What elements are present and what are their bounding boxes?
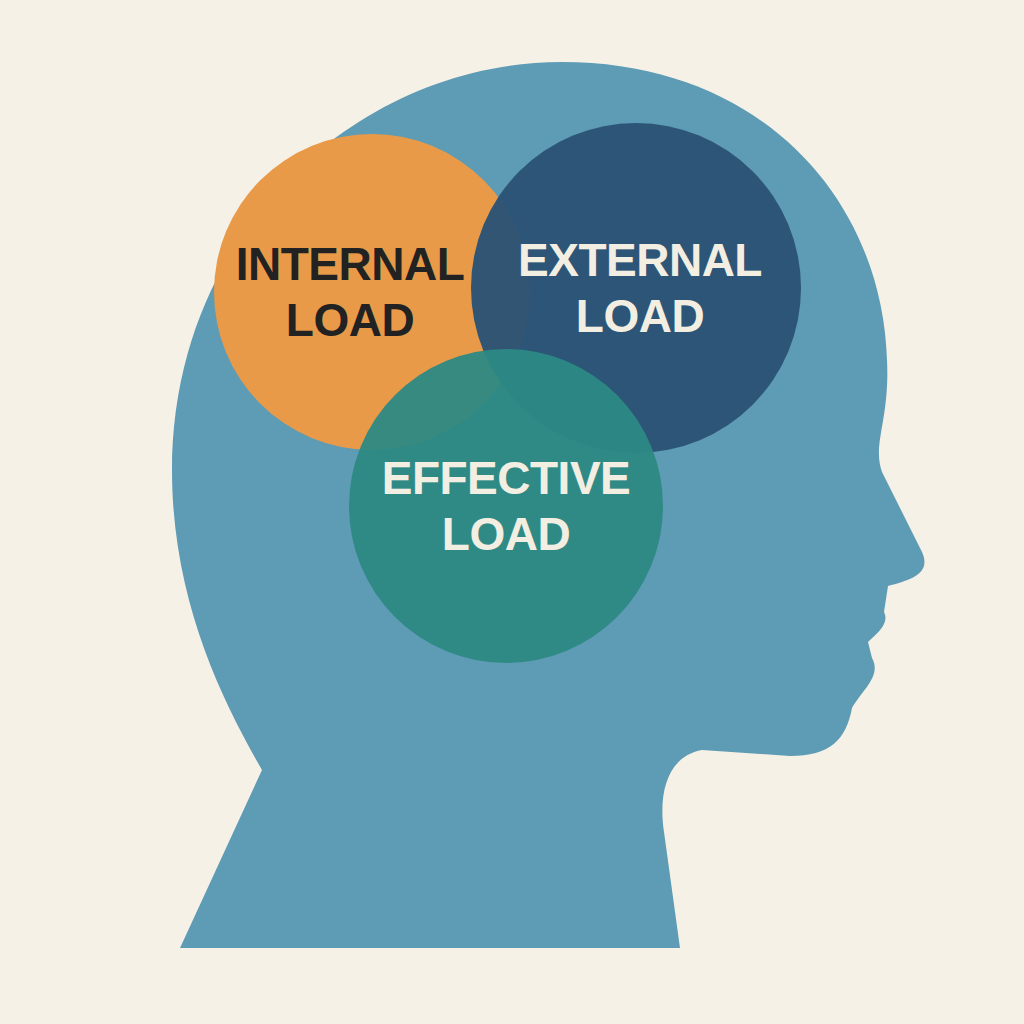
circle-label: EXTERNAL LOAD [500,232,781,344]
head-silhouette [172,62,924,948]
effective-load-circle: EFFECTIVE LOAD [349,349,663,663]
circle-label: INTERNAL LOAD [216,236,485,348]
circle-label: EFFECTIVE LOAD [373,450,640,562]
